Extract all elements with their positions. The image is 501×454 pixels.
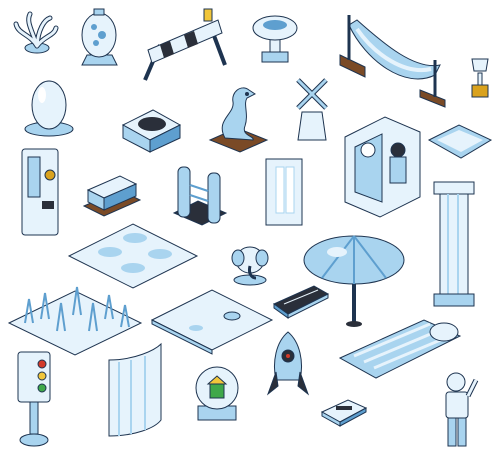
ice-typewriter-icon[interactable]	[318, 392, 370, 430]
ice-turntable-icon[interactable]	[118, 100, 183, 155]
ice-curved-wall-icon[interactable]	[105, 340, 167, 440]
ice-throne-icon[interactable]	[340, 112, 425, 222]
ice-rocket-icon[interactable]	[266, 328, 311, 403]
ice-grass-icon[interactable]	[5, 275, 145, 357]
ice-traffic-light-icon[interactable]	[12, 348, 57, 450]
ice-pillar-icon[interactable]	[432, 180, 477, 310]
ice-avatar-icon[interactable]	[438, 370, 480, 452]
ice-barrier-icon[interactable]	[140, 5, 230, 85]
ice-dragon-statue-icon[interactable]	[205, 80, 270, 155]
ice-floor-tiles-icon[interactable]	[65, 218, 200, 293]
ice-fountain-icon[interactable]	[250, 10, 300, 65]
ice-plant-icon[interactable]	[10, 10, 60, 55]
ice-umbrella-icon[interactable]	[302, 232, 407, 332]
ice-snow-floor-icon[interactable]	[148, 278, 276, 356]
ice-snow-globe-icon[interactable]	[192, 362, 242, 424]
ice-treadmill-icon[interactable]	[270, 282, 332, 320]
ice-tesla-coil-icon[interactable]	[170, 155, 230, 230]
ice-door-icon[interactable]	[262, 155, 307, 230]
ice-trophy-icon[interactable]	[468, 55, 493, 100]
ice-hammock-icon[interactable]	[335, 5, 450, 110]
ice-lamp-icon[interactable]	[72, 5, 127, 75]
ice-train-model-icon[interactable]	[80, 170, 145, 220]
ice-propeller-icon[interactable]	[290, 72, 335, 147]
ice-elephant-statue-icon[interactable]	[228, 238, 273, 288]
ice-vending-machine-icon[interactable]	[18, 145, 63, 240]
ice-cocoon-bed-icon[interactable]	[334, 308, 464, 388]
ice-egg-icon[interactable]	[22, 75, 77, 140]
ice-pillow-icon[interactable]	[425, 120, 495, 165]
